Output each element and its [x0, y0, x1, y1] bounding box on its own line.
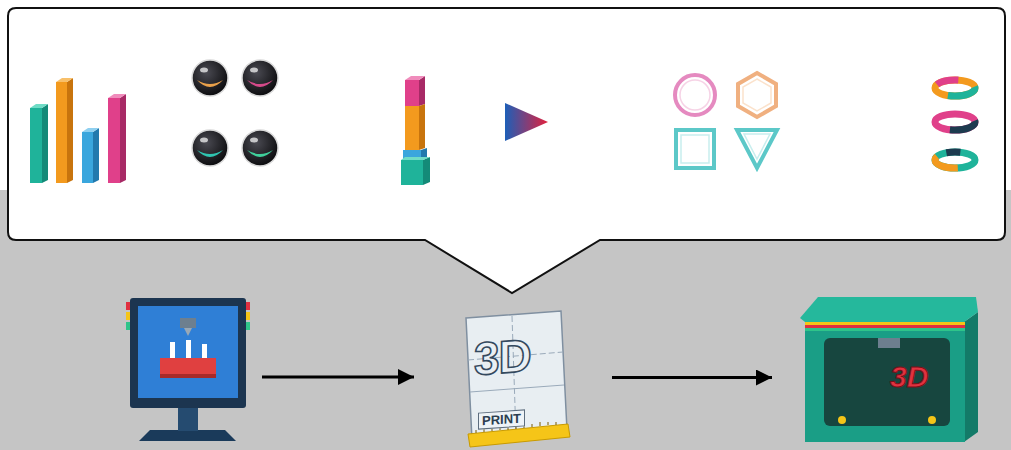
shape-icons-part [737, 130, 777, 168]
computer-monitor-part [180, 318, 196, 328]
stack-icon-part [401, 157, 430, 160]
computer-monitor-part [126, 302, 130, 310]
bar-chart-icon-part [93, 128, 99, 183]
3d-printer-part [805, 322, 965, 325]
sphere-icons-part [247, 80, 273, 87]
bar-chart-icon-part [67, 78, 73, 183]
shape-icons-part [680, 80, 710, 110]
computer-monitor-part [184, 328, 192, 336]
blueprint-title: 3D [474, 332, 531, 382]
sphere-icons-part [197, 80, 223, 87]
stack-icon [401, 76, 430, 185]
sphere-icons-part [200, 138, 208, 143]
computer-monitor-part [126, 312, 130, 320]
stack-icon-part [405, 106, 419, 150]
blueprint-label: PRINT [478, 409, 525, 429]
bar-chart-icon-part [108, 94, 126, 98]
3d-printer [800, 297, 978, 442]
shape-icons-part [681, 135, 709, 163]
sphere-icons-part [200, 68, 208, 73]
stack-icon-part [419, 104, 425, 150]
3d-printer-part [964, 312, 978, 442]
ring-icons-part [935, 152, 975, 168]
3d-printer-part [805, 325, 965, 328]
shape-icons-part [676, 130, 714, 168]
stack-icon-part [405, 80, 419, 106]
blueprint-node: 3D PRINT [462, 310, 612, 445]
computer-monitor-part [160, 358, 216, 374]
shape-icons-part [675, 75, 715, 115]
shape-icons-part [743, 79, 771, 111]
stack-icon-part [401, 160, 423, 185]
shape-icons-part [738, 73, 776, 117]
computer-monitor-part [170, 342, 175, 358]
ring-icons-part [935, 80, 975, 96]
ring-icons-part [935, 114, 975, 130]
sphere-icons [192, 60, 278, 166]
sphere-icons-part [247, 150, 273, 157]
bar-chart-icon-part [56, 82, 67, 183]
sphere-icons-part [197, 150, 223, 157]
computer-monitor-part [246, 312, 250, 320]
ring-icons-part [935, 80, 975, 96]
computer-monitor-part [138, 306, 238, 398]
3d-printer-part [878, 338, 900, 348]
play-icon [505, 103, 548, 141]
sphere-icons-part [242, 60, 278, 96]
ring-icons-part [935, 80, 975, 96]
stack-icon-part [423, 157, 430, 185]
bar-chart-icon-part [30, 104, 48, 108]
3d-printer-part [928, 416, 936, 424]
ring-icons-part [935, 152, 975, 168]
3d-printer-part [800, 297, 978, 322]
3d-printer-part [838, 416, 846, 424]
computer-monitor-part [202, 344, 207, 358]
callout-box [8, 8, 1005, 293]
bar-chart-icon-part [108, 98, 120, 183]
flow-arrow [262, 376, 414, 379]
ring-icons [935, 80, 975, 168]
computer-monitor-part [246, 302, 250, 310]
computer-monitor-part [160, 374, 216, 378]
sphere-icons-part [242, 130, 278, 166]
shape-icons-part [744, 134, 770, 159]
computer-monitor-part [139, 430, 236, 441]
blueprint-sheet-part [466, 311, 567, 440]
bar-chart-icon-part [82, 132, 93, 183]
computer-monitor-part [126, 322, 130, 330]
computer-monitor-part [186, 340, 191, 358]
3d-printer-part [824, 338, 950, 426]
stack-icon-part [419, 76, 425, 106]
sphere-icons-part [250, 138, 258, 143]
printer-node: 3D [772, 290, 978, 445]
sphere-icons-part [192, 60, 228, 96]
sphere-icons-part [192, 130, 228, 166]
blueprint-sheet [466, 311, 570, 447]
ring-icons-part [935, 114, 975, 130]
bar-chart-icon-part [120, 94, 126, 183]
computer-monitor-part [130, 298, 246, 408]
printer-label: 3D [890, 362, 928, 392]
blueprint-sheet-part [470, 385, 564, 392]
bar-chart-icon [30, 78, 126, 183]
bar-chart-icon-part [30, 108, 42, 183]
shape-icons [675, 73, 777, 168]
bar-chart-icon-part [82, 128, 99, 132]
bar-chart-icon-part [56, 78, 73, 82]
stack-icon-part [405, 76, 425, 80]
bar-chart-icon-part [42, 104, 48, 183]
3d-printer-part [805, 320, 965, 442]
3d-printer-part [805, 328, 965, 331]
computer-monitor [126, 298, 250, 441]
computer-monitor-part [246, 322, 250, 330]
computer-monitor-part [178, 406, 198, 431]
sphere-icons-part [250, 68, 258, 73]
flow-arrow [612, 376, 772, 379]
ring-icons-part [935, 152, 975, 168]
